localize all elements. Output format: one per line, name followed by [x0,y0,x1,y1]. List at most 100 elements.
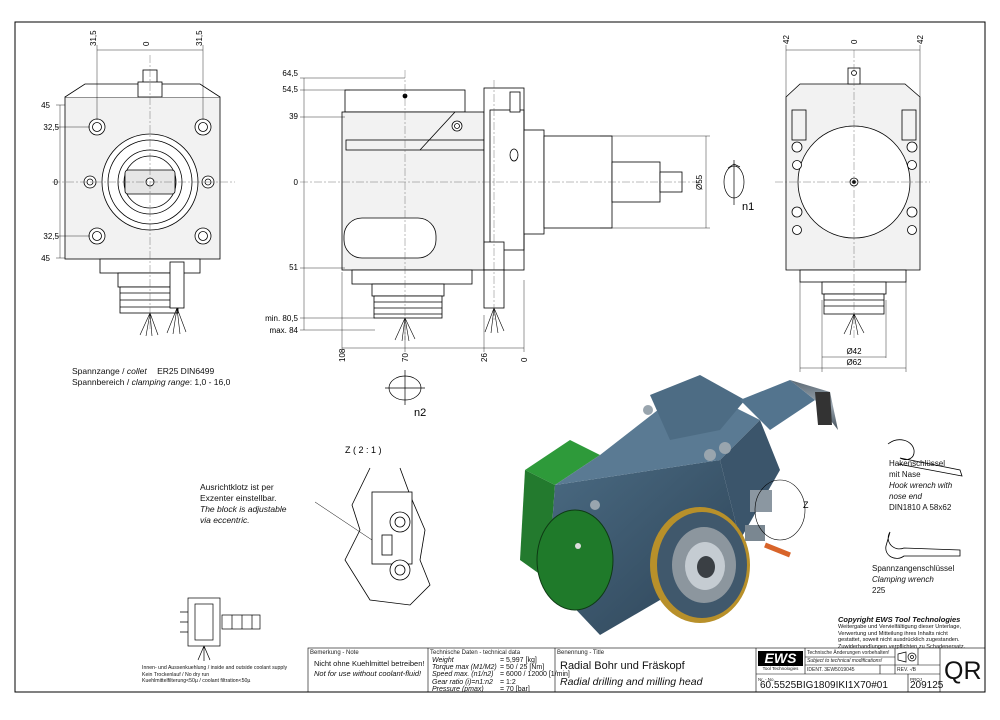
tech-row: Weight = 5,997 [kg] [432,657,570,664]
tech-row: Gear ratio (i)=n1:n2 = 1:2 [432,679,570,686]
ews-logo-sub: Tool Technologies [762,666,799,671]
rear-view-centerlines [775,50,930,340]
change-note-de: Technische Änderungen vorbehalten! [807,650,890,656]
dim-side-min: min. 80,5 [265,314,298,323]
dim-front-zero: 0 [142,41,151,46]
align-en1: The block is adjustable [200,504,287,514]
align-de1: Ausrichtklotz ist per [200,482,274,492]
dim-side-dia55: Ø55 [695,174,704,190]
collet-en: collet [126,366,147,376]
drawing-number: 209125 [910,680,944,691]
collet-note: Spannzange / collet ER25 DIN6499 Spannbe… [72,366,230,388]
dim-side-51: 51 [289,263,298,272]
side-view-centerlines [300,70,700,340]
rotation-n2-label: n2 [414,407,426,419]
hook-de2: mit Nase [889,470,921,479]
copyright-l1: Weitergabe und Vervielfältigung dieser U… [838,624,962,630]
alignment-note: Ausrichtklotz ist per Exzenter einstellb… [200,482,286,526]
tech-label: Weight [432,657,454,664]
tech-row: Pressure (pmax) = 70 [bar] [432,686,570,693]
part-no-label: Nr. - No. [758,677,775,682]
tech-row: Torque max (M1/M2)= 50 / 25 [Nm] [432,664,570,671]
clamp-size: 225 [872,586,886,595]
qr-label: QR [944,657,982,685]
proj-label: PROJ [910,677,923,682]
rotation-n1-symbol [723,160,745,205]
remark-en: Not for use without coolant-fluid! [314,669,422,678]
hook-de1: Hakenschlüssel [889,459,946,468]
dim-side-645: 64,5 [282,69,298,78]
side-view-dimension-lines [300,77,710,352]
copyright-l3: gestattet, soweit nicht ausdrücklich zug… [838,637,960,643]
title-en: Radial drilling and milling head [560,676,703,688]
tech-value: = 1:2 [500,678,516,686]
tech-value: = 70 [bar] [500,685,530,693]
coolant-l3: Kuehlmittelfilterung<50µ / coolant filtr… [142,678,251,684]
front-view-coolant-jets [139,307,187,337]
dim-front-right: 31,5 [195,30,204,46]
clamping-range: : 1,0 - 16,0 [189,377,231,387]
projection-symbol-icon [897,651,917,663]
front-view-dimension-lines [56,45,204,259]
rear-view-coolant-jets [843,313,865,336]
collet-spec: ER25 DIN6499 [157,366,215,376]
side-view-coolant-jets [394,307,505,342]
dim-rear-dia42: Ø42 [846,347,862,356]
ident: IDENT. 3EW5019045 [807,667,855,673]
part-number: 60.5525BIG1809IKI1X70#01 [760,680,888,691]
dim-side-545: 54,5 [282,85,298,94]
rotation-n1-label: n1 [742,201,754,213]
dim-rear-right: 42 [916,35,925,44]
dim-front-45b: 45 [41,254,50,263]
dim-front-left: 31,5 [89,30,98,46]
dim-side-39: 39 [289,112,298,121]
side-view-dimension-texts: 64,5 54,5 39 0 51 min. 80,5 max. 84 108 … [265,69,754,362]
hook-wrench-note: Hakenschlüssel mit Nase Hook wrench with… [889,458,952,513]
coolant-l2: Kein Trockenlauf / No dry run [142,671,210,678]
remark-text: Nicht ohne Kuehlmittel betreiben! Not fo… [314,659,424,679]
coolant-detail-drawing [180,597,261,661]
tech-label: Gear ratio (i)=n1:n2 [432,678,493,686]
collet-de: Spannzange / [72,366,125,376]
dim-front-0: 0 [54,178,59,187]
copyright-l2: Verwertung und Mitteilung ihres Inhalts … [838,630,948,637]
clamping-en: clamping range [131,377,190,387]
front-view-dimension-texts: 31,5 0 31,5 45 32,5 0 32,5 45 [41,30,204,263]
rear-view-dimension-lines [785,45,921,372]
title-de: Radial Bohr und Fräskopf [560,660,685,672]
dim-side-26: 26 [480,353,489,362]
tech-table: Weight = 5,997 [kg] Torque max (M1/M2)= 5… [432,657,570,693]
dim-rear-zero: 0 [850,39,859,44]
tech-row: Speed max. (n1/n2) = 6000 / 12000 [1/min] [432,671,570,678]
tech-value: = 5,997 [kg] [500,657,537,664]
tech-label: Torque max (M1/M2) [432,664,497,672]
tech-label: Pressure (pmax) [432,685,484,693]
remark-header: Bemerkung - Note [310,650,359,656]
dim-rear-left: 42 [782,35,791,44]
clamp-en: Clamping wrench [872,575,934,584]
tech-value: = 50 / 25 [Nm] [500,664,545,672]
hook-en1: Hook wrench with [889,481,953,490]
dim-rear-dia62: Ø62 [846,358,862,367]
copyright-l4: Zuwiderhandlungen verpflichten zu Schade… [838,643,966,650]
dim-side-max: max. 84 [270,326,299,335]
ews-logo: EWS Tool Technologies [758,651,803,672]
copyright-note: Copyright EWS Tool Technologies Weiterga… [838,615,965,650]
ews-logo-text: EWS [758,651,803,666]
dim-front-325b: 32,5 [43,232,59,241]
hook-wrench-icon [887,439,963,477]
tech-header: Technische Daten - technical data [430,650,521,656]
remark-de: Nicht ohne Kuehlmittel betreiben! [314,659,425,668]
clamp-de: Spannzangenschlüssel [872,564,955,573]
align-en2: via eccentric. [200,515,250,525]
tech-label: Speed max. (n1/n2) [432,671,494,679]
clamp-wrench-icon [885,531,961,559]
revision: REV. -/B [897,667,916,673]
change-note-en: Subject to technical modifications! [807,658,883,664]
title-header: Benennung - Title [557,650,605,656]
tech-value: = 6000 / 12000 [1/min] [500,671,570,679]
dim-side-108: 108 [338,348,347,362]
detail-z-title: Z ( 2 : 1 ) [345,445,382,455]
